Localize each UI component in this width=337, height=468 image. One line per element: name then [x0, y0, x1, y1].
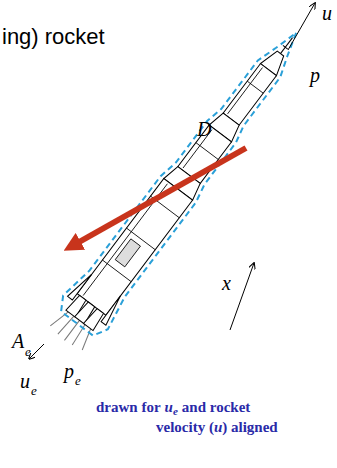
pressure-symbol: p: [310, 64, 320, 87]
velocity-symbol: u: [322, 2, 332, 25]
note-text: and rocket: [182, 399, 250, 415]
note-text: ) aligned: [222, 419, 277, 435]
note-text: u: [165, 399, 173, 415]
note-text: velocity (: [156, 419, 214, 435]
note-text: u: [214, 419, 222, 435]
velocity-symbol: u: [20, 370, 30, 393]
title-fragment: ing) rocket: [2, 24, 105, 49]
drag-symbol: D: [197, 118, 211, 141]
subscript: e: [31, 384, 37, 399]
note-text: drawn for: [96, 399, 161, 415]
subscript: e: [75, 374, 81, 389]
subscript: e: [25, 345, 31, 360]
note-line: drawn forue and rocket: [96, 398, 250, 418]
note-text: e: [173, 405, 178, 417]
axis-symbol: x: [222, 272, 231, 295]
pressure-symbol: p: [64, 360, 74, 383]
area-symbol: A: [12, 330, 24, 353]
rocket: [42, 16, 318, 357]
note-line: velocity (u) aligned: [156, 418, 278, 436]
